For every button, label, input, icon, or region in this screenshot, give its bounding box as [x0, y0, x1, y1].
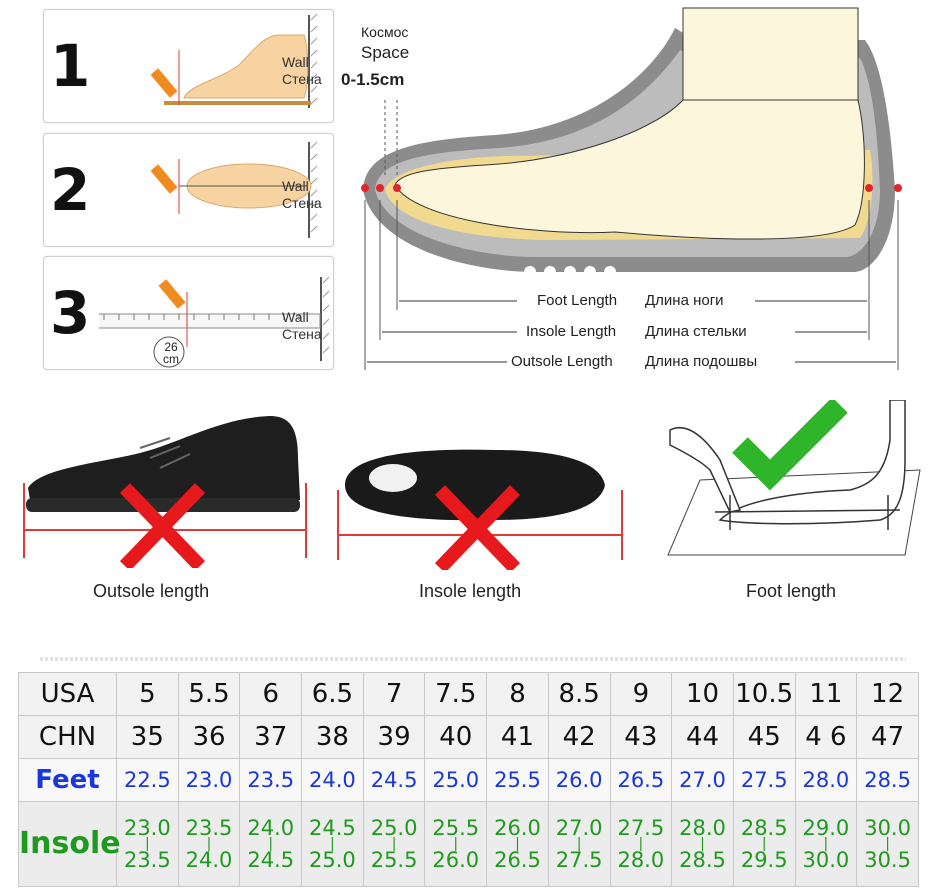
- insole-length-ru: Длина стельки: [645, 323, 747, 340]
- row-header-feet: Feet: [18, 758, 117, 802]
- insole-length-en: Insole Length: [526, 323, 617, 340]
- table-row-usa: USA 5 5.5 6 6.5 7 7.5 8 8.5 9 10 10.5 11…: [18, 672, 919, 716]
- table-row-insole: Insole 23.0|23.5 23.5|24.0 24.0|24.5 24.…: [18, 801, 919, 887]
- table-cell: 5.5: [177, 672, 241, 716]
- table-cell: 25.0: [424, 758, 488, 802]
- table-cell: 22.5: [116, 758, 179, 802]
- table-cell: 27.5|28.0: [609, 801, 673, 887]
- ruler-reading: 26 cm: [163, 340, 179, 366]
- wall-label-ru: Стена: [282, 326, 322, 342]
- table-cell: 12: [856, 672, 919, 716]
- table-cell: 28.5|29.5: [732, 801, 796, 887]
- table-cell: 6: [239, 672, 303, 716]
- table-cell: 8.5: [547, 672, 611, 716]
- table-cell: 7: [362, 672, 426, 716]
- sneaker-outsole-illustration: [23, 416, 307, 568]
- wall-label-ru: Стена: [282, 71, 322, 87]
- size-chart-table: USA 5 5.5 6 6.5 7 7.5 8 8.5 9 10 10.5 11…: [18, 672, 919, 887]
- table-cell: 43: [609, 715, 673, 759]
- table-cell: 28.0: [794, 758, 858, 802]
- table-row-feet: Feet 22.5 23.0 23.5 24.0 24.5 25.0 25.5 …: [18, 758, 919, 802]
- table-row-chn: CHN 35 36 37 38 39 40 41 42 43 44 45 4 6…: [18, 715, 919, 759]
- foot-side-illustration: [150, 13, 318, 108]
- table-cell: 25.0|25.5: [362, 801, 426, 887]
- table-cell: 47: [856, 715, 919, 759]
- wall-label-en: Wall: [282, 178, 309, 194]
- row-header-usa: USA: [18, 672, 117, 716]
- table-cell: 37: [239, 715, 303, 759]
- step-number: 2: [50, 156, 91, 224]
- foot-length-ru: Длина ноги: [645, 292, 724, 309]
- table-cell: 8: [486, 672, 549, 716]
- table-cell: 27.0: [671, 758, 734, 802]
- insole-illustration: [337, 449, 623, 570]
- table-cell: 27.5: [732, 758, 796, 802]
- step-panel-1: 1 Wall Стена: [43, 9, 334, 123]
- table-cell: 25.5: [486, 758, 549, 802]
- table-cell: 45: [732, 715, 796, 759]
- table-cell: 23.0: [177, 758, 241, 802]
- outsole-length-en: Outsole Length: [511, 353, 613, 370]
- wall-label-ru: Стена: [282, 195, 322, 211]
- step-panel-2: 2 Wall Стена: [43, 133, 334, 247]
- table-cell: 25.5|26.0: [424, 801, 488, 887]
- table-cell: 38: [301, 715, 364, 759]
- table-cell: 23.5|24.0: [177, 801, 241, 887]
- table-cell: 24.5|25.0: [301, 801, 364, 887]
- wall-label-en: Wall: [282, 309, 309, 325]
- table-cell: 10: [671, 672, 734, 716]
- table-cell: 4 6: [794, 715, 858, 759]
- table-cell: 44: [671, 715, 734, 759]
- table-cell: 7.5: [424, 672, 488, 716]
- foot-length-en: Foot Length: [537, 292, 618, 309]
- table-cell: 41: [486, 715, 549, 759]
- table-cell: 26.5: [609, 758, 673, 802]
- table-cell: 23.5: [239, 758, 303, 802]
- table-cell: 27.0|27.5: [547, 801, 611, 887]
- table-cell: 26.0: [547, 758, 611, 802]
- table-cell: 28.0|28.5: [671, 801, 734, 887]
- insole-method-label: Insole length: [419, 581, 522, 601]
- correct-check-icon: [732, 400, 848, 491]
- step-panel-3: 3 26 cm Wall Стена: [43, 256, 334, 370]
- space-range: 0-1.5cm: [341, 70, 405, 89]
- step-number: 1: [50, 32, 91, 100]
- row-header-insole: Insole: [18, 801, 121, 887]
- table-cell: 11: [794, 672, 858, 716]
- foot-top-illustration: [150, 141, 318, 238]
- foot-method-label: Foot length: [746, 581, 837, 601]
- table-cell: 42: [547, 715, 611, 759]
- wrong-cross-icon: [119, 483, 206, 568]
- row-header-chn: CHN: [18, 715, 117, 759]
- table-cell: 40: [424, 715, 488, 759]
- table-cell: 39: [362, 715, 426, 759]
- table-cell: 35: [116, 715, 179, 759]
- table-cell: 5: [116, 672, 179, 716]
- table-cell: 24.0: [301, 758, 364, 802]
- space-label-en: Space: [361, 43, 410, 62]
- table-cell: 28.5: [856, 758, 919, 802]
- shoe-cross-section-diagram: [361, 7, 902, 370]
- table-cell: 30.0|30.5: [856, 801, 919, 887]
- table-cell: 9: [609, 672, 673, 716]
- wrong-cross-icon: [434, 485, 521, 570]
- table-cell: 36: [177, 715, 241, 759]
- wall-label-en: Wall: [282, 54, 309, 70]
- table-cell: 24.0|24.5: [239, 801, 303, 887]
- ruler-illustration: [99, 276, 329, 368]
- table-cell: 24.5: [362, 758, 426, 802]
- table-cell: 10.5: [732, 672, 796, 716]
- space-label-ru: Космос: [361, 24, 409, 40]
- outsole-length-ru: Длина подошвы: [645, 353, 758, 370]
- table-cell: 29.0|30.0: [794, 801, 858, 887]
- table-cell: 6.5: [301, 672, 364, 716]
- step-number: 3: [50, 279, 91, 347]
- foot-tracing-illustration: [667, 400, 921, 556]
- table-cell: 26.0|26.5: [486, 801, 549, 887]
- outsole-method-label: Outsole length: [93, 581, 210, 601]
- table-cell: 23.0|23.5: [116, 801, 179, 887]
- divider: [40, 657, 906, 661]
